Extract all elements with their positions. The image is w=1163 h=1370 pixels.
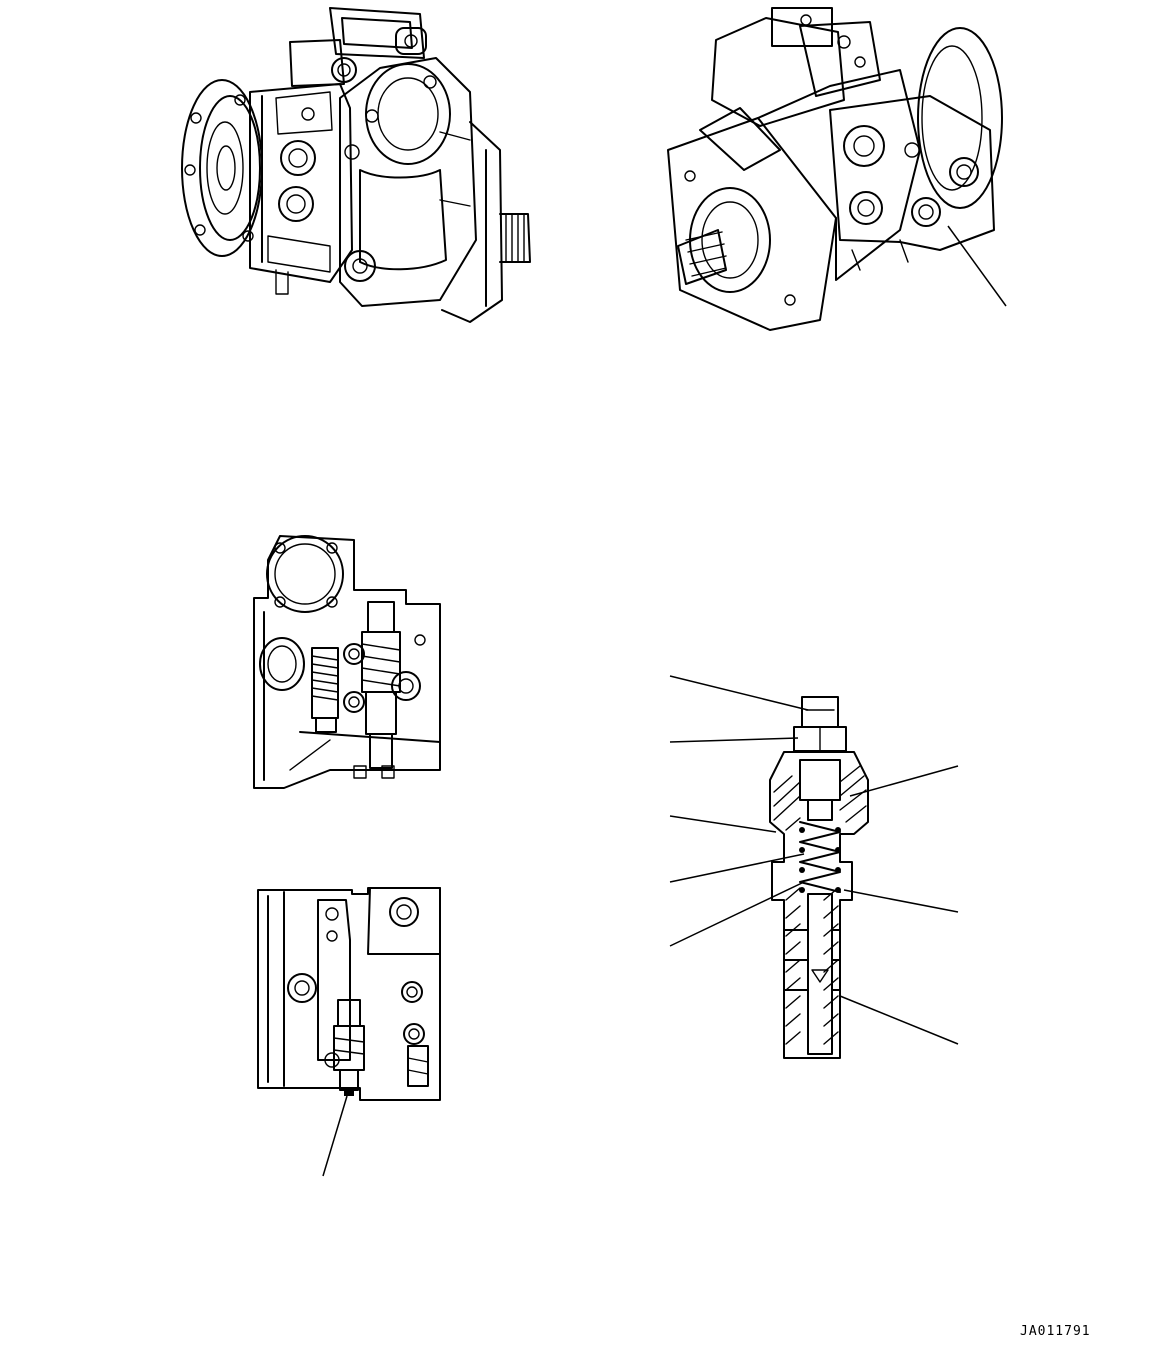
leader-line-adjust-screw xyxy=(669,675,809,711)
relief-valve-cross-section xyxy=(669,675,959,1059)
leader-line-side-view xyxy=(322,1095,348,1177)
leader-line-body xyxy=(849,765,959,797)
pump-isometric-right xyxy=(667,7,1007,331)
drawing-code-label: JA011791 xyxy=(1020,1324,1091,1339)
leader-line-seat xyxy=(843,889,959,913)
leader-line-spring xyxy=(669,853,805,883)
leader-line-right-view xyxy=(947,225,1007,307)
leader-line-sleeve xyxy=(839,995,959,1045)
leader-line-lock-nut xyxy=(669,737,799,743)
pump-side-view-top xyxy=(253,535,441,789)
pump-side-view-bottom xyxy=(257,887,441,1177)
leader-line-o-ring xyxy=(669,815,777,833)
pump-isometric-left xyxy=(181,7,531,323)
leader-line-poppet xyxy=(669,881,805,947)
